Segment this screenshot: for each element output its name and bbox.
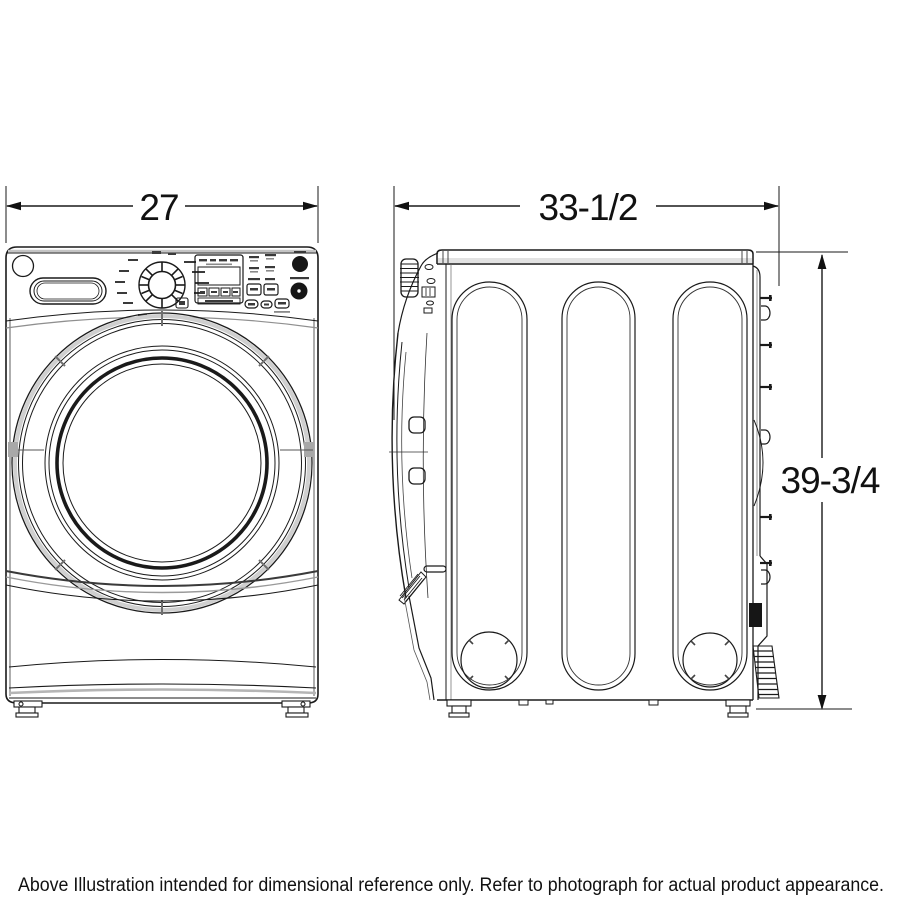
cycle-dial [115, 251, 209, 316]
door [8, 311, 314, 615]
caption: Above Illustration intended for dimensio… [18, 875, 884, 896]
power-button [292, 256, 308, 272]
side-circle-rear [682, 632, 738, 688]
front-view [5, 246, 319, 718]
rear-panel [749, 264, 780, 700]
front-profile [389, 252, 452, 701]
side-panel-embossing [451, 281, 748, 691]
width-dimension: 27 [5, 186, 319, 243]
rear-vent-grille [752, 645, 780, 699]
cord-hook [753, 419, 764, 507]
kick-plate [8, 659, 317, 699]
bottom-tabs [518, 699, 659, 706]
door-window-rim [55, 356, 269, 570]
dial-labels [115, 251, 209, 316]
rear-junction-box [749, 603, 762, 627]
display-panel [194, 254, 244, 305]
height-dimension-label: 39-3/4 [781, 460, 880, 501]
arrow-left-icon [394, 201, 409, 211]
cabinet-outline [5, 246, 319, 704]
arrow-right-icon [303, 201, 318, 211]
control-panel [11, 251, 309, 316]
top-cap [436, 249, 754, 265]
width-dimension-label: 27 [139, 187, 178, 228]
arrow-left-icon [6, 201, 21, 211]
ge-logo [11, 254, 35, 278]
side-feet [446, 699, 751, 718]
arrow-up-icon [817, 254, 827, 269]
depth-dimension-label: 33-1/2 [539, 187, 638, 228]
option-buttons [244, 254, 290, 313]
leveling-feet [13, 700, 311, 718]
dispenser-drawer [29, 277, 107, 305]
side-door-profile [389, 332, 447, 605]
side-view [389, 249, 780, 718]
rear-bolts [760, 295, 772, 566]
rear-clips [761, 305, 771, 585]
arrow-right-icon [764, 201, 779, 211]
side-control-knob [400, 258, 436, 314]
level-button [263, 283, 279, 296]
depth-dimension: 33-1/2 [393, 186, 780, 420]
side-circle-front [460, 631, 518, 689]
arrow-down-icon [817, 695, 827, 710]
temp-button [246, 283, 262, 296]
display-screen [197, 266, 241, 286]
height-dimension: 39-3/4 [756, 251, 881, 710]
door-hinge-mark [8, 442, 18, 457]
display-buttons [197, 287, 241, 297]
